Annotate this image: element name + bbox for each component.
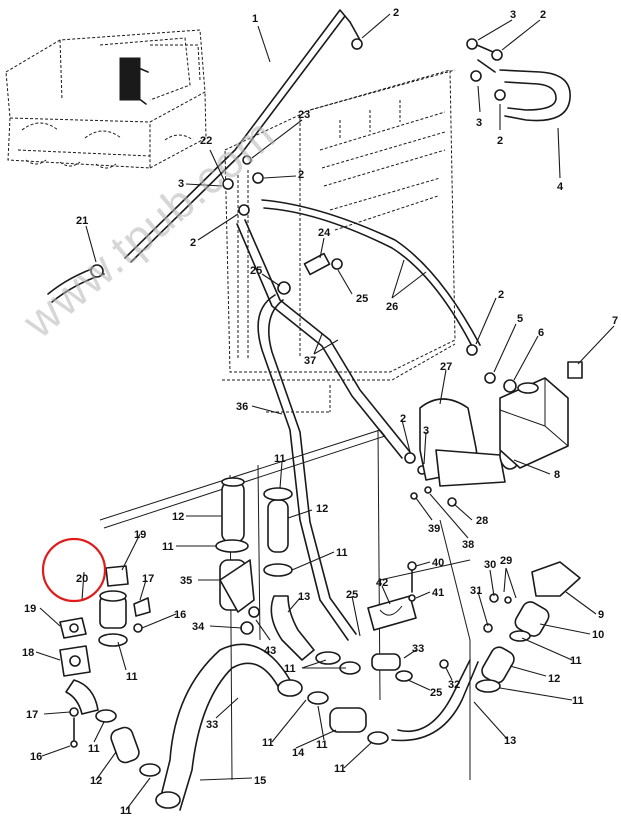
callout-25: 25 bbox=[356, 293, 368, 305]
callout-43: 43 bbox=[264, 645, 276, 657]
callout-23: 23 bbox=[298, 109, 310, 121]
callout-13: 13 bbox=[298, 591, 310, 603]
callout-9: 9 bbox=[598, 609, 604, 621]
callout-17: 17 bbox=[142, 573, 154, 585]
callout-11: 11 bbox=[126, 671, 138, 683]
callout-39: 39 bbox=[428, 523, 440, 535]
callout-3: 3 bbox=[476, 117, 482, 129]
callout-16: 16 bbox=[174, 609, 186, 621]
callout-18: 18 bbox=[22, 647, 34, 659]
callout-19: 19 bbox=[24, 603, 36, 615]
callout-11: 11 bbox=[120, 805, 132, 816]
callout-36: 36 bbox=[236, 401, 248, 413]
callout-labels: 1 2 3 2 3 2 4 23 22 3 2 2 21 24 25 25 26… bbox=[22, 7, 618, 816]
callout-10: 10 bbox=[592, 629, 604, 641]
callout-33: 33 bbox=[412, 643, 424, 655]
callout-15: 15 bbox=[254, 775, 266, 787]
highlight-circle bbox=[41, 537, 107, 603]
callout-35: 35 bbox=[180, 575, 192, 587]
callout-30: 30 bbox=[484, 559, 496, 571]
callout-12: 12 bbox=[172, 511, 184, 523]
callout-13: 13 bbox=[504, 735, 516, 747]
callout-33: 33 bbox=[206, 719, 218, 731]
callout-2: 2 bbox=[497, 135, 503, 147]
callout-2: 2 bbox=[498, 289, 504, 301]
callout-14: 14 bbox=[292, 747, 305, 759]
callout-2: 2 bbox=[540, 9, 546, 21]
callout-11: 11 bbox=[162, 541, 174, 553]
callout-3: 3 bbox=[510, 9, 516, 21]
callout-34: 34 bbox=[192, 621, 205, 633]
callout-11: 11 bbox=[336, 547, 348, 559]
callout-28: 28 bbox=[476, 515, 488, 527]
callout-2: 2 bbox=[393, 7, 399, 19]
callout-25: 25 bbox=[346, 589, 358, 601]
callout-11: 11 bbox=[274, 453, 286, 465]
callout-25: 25 bbox=[430, 687, 442, 699]
lower-hoses bbox=[215, 477, 449, 682]
main-lower-pipes bbox=[155, 561, 581, 811]
callout-1: 1 bbox=[252, 13, 258, 25]
callout-11: 11 bbox=[88, 743, 100, 755]
callout-25: 25 bbox=[250, 265, 262, 277]
leader-lines bbox=[35, 13, 615, 811]
callout-26: 26 bbox=[386, 301, 398, 313]
callout-6: 6 bbox=[538, 327, 544, 339]
callout-37: 37 bbox=[304, 355, 316, 367]
callout-11: 11 bbox=[284, 663, 296, 675]
callout-32: 32 bbox=[448, 679, 460, 691]
upper-tubing bbox=[47, 9, 571, 641]
callout-5: 5 bbox=[517, 313, 523, 325]
callout-29: 29 bbox=[500, 555, 512, 567]
callout-31: 31 bbox=[470, 585, 482, 597]
callout-24: 24 bbox=[318, 227, 331, 239]
callout-7: 7 bbox=[612, 315, 618, 327]
callout-11: 11 bbox=[316, 739, 328, 751]
callout-2: 2 bbox=[190, 237, 196, 249]
left-outlet-stack bbox=[59, 565, 161, 777]
callout-12: 12 bbox=[316, 503, 328, 515]
callout-16: 16 bbox=[30, 751, 42, 763]
callout-42: 42 bbox=[376, 577, 388, 589]
callout-8: 8 bbox=[554, 469, 560, 481]
callout-11: 11 bbox=[570, 655, 582, 667]
callout-3: 3 bbox=[423, 425, 429, 437]
callout-11: 11 bbox=[262, 737, 274, 749]
callout-41: 41 bbox=[432, 587, 444, 599]
callout-17: 17 bbox=[26, 709, 38, 721]
callout-20: 20 bbox=[76, 573, 88, 585]
callout-2: 2 bbox=[298, 169, 304, 181]
fittings bbox=[222, 38, 583, 507]
callout-4: 4 bbox=[557, 181, 564, 193]
elbow-and-tank bbox=[419, 377, 569, 487]
callout-40: 40 bbox=[432, 557, 444, 569]
vehicle-locator-inset bbox=[5, 29, 207, 169]
callout-11: 11 bbox=[572, 695, 584, 707]
callout-19: 19 bbox=[134, 529, 146, 541]
callout-12: 12 bbox=[90, 775, 102, 787]
callout-11: 11 bbox=[334, 763, 346, 775]
callout-22: 22 bbox=[200, 135, 212, 147]
callout-38: 38 bbox=[462, 539, 474, 551]
watermark: www.tpub.com bbox=[12, 108, 285, 348]
callout-12: 12 bbox=[548, 673, 560, 685]
callout-27: 27 bbox=[440, 361, 452, 373]
callout-2: 2 bbox=[400, 413, 406, 425]
radiator-assembly bbox=[222, 69, 456, 413]
callout-21: 21 bbox=[76, 215, 88, 227]
callout-3: 3 bbox=[178, 178, 184, 190]
